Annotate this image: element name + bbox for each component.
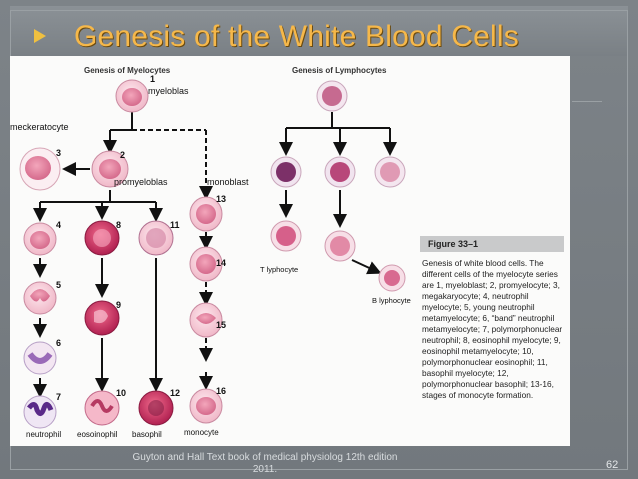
label-eosoinophil: eosoinophil [77, 430, 118, 439]
label-basophil: basophil [132, 430, 162, 439]
stage-number: 15 [216, 320, 226, 330]
megakaryocyte-cell [19, 147, 61, 191]
eosinophil-metamyelocyte-cell [84, 300, 120, 336]
lymphocyte-right-cell [374, 156, 406, 188]
figure-panel: 1 2 3 4 5 6 7 8 9 10 11 12 13 14 15 16 G… [10, 56, 570, 446]
cell-lineage-diagram: 1 2 3 4 5 6 7 8 9 10 11 12 13 14 15 16 [19, 74, 406, 429]
stage-number: 2 [120, 150, 125, 160]
stage-number: 12 [170, 388, 180, 398]
neutrophil-cell [23, 395, 57, 429]
label-t-lyphocyte: T lyphocyte [260, 265, 299, 274]
myelocytes-header: Genesis of Myelocytes [84, 66, 171, 75]
title-bar: Genesis of the White Blood Cells [10, 6, 628, 56]
stage-number: 5 [56, 280, 61, 290]
t-lymphocyte-cell [270, 220, 302, 252]
myeloblast-cell [115, 79, 149, 113]
promonocyte-cell [189, 246, 223, 282]
caption-title: Figure 33–1 [428, 239, 479, 249]
stage-number: 13 [216, 194, 226, 204]
lymphocyte-mid-cell [324, 156, 356, 188]
stage-number: 7 [56, 392, 61, 402]
b-lymphocyte-cell [378, 264, 406, 292]
monocyte-connectors [132, 129, 213, 390]
caption-text: Genesis of white blood cells. The differ… [422, 258, 563, 400]
lymphocyte-connectors [279, 112, 397, 275]
stage-number: 1 [150, 74, 155, 84]
stage-number: 14 [216, 258, 226, 268]
lymphocyte-left-cell [270, 156, 302, 188]
label-meckeratocyte: meckeratocyte [10, 122, 69, 132]
stage-number: 4 [56, 220, 61, 230]
lymphocytes-header: Genesis of Lymphocytes [292, 66, 387, 75]
myelocyte-connectors [33, 111, 163, 398]
basophil-myelocyte-cell [138, 220, 174, 256]
label-myeloblas: myeloblas [148, 86, 189, 96]
label-neutrophil: neutrophil [26, 430, 62, 439]
lymphoblast-cell [316, 80, 348, 112]
lymphocyte-lower-cell [324, 230, 356, 262]
eosinophil-cell [84, 390, 120, 426]
stage-number: 16 [216, 386, 226, 396]
neutrophil-metamyelocyte-cell [23, 281, 57, 315]
title-bullet-icon [34, 29, 46, 43]
caption-header: Figure 33–1 [420, 236, 564, 252]
stage-number: 6 [56, 338, 61, 348]
label-promyeloblas: promyeloblas [114, 177, 168, 187]
stage-number: 3 [56, 148, 61, 158]
label-b-lyphocyte: B lyphocyte [372, 296, 411, 305]
page-number: 62 [606, 459, 619, 471]
stage-numbers: 1 2 3 4 5 6 7 8 9 10 11 12 13 14 15 16 [56, 74, 226, 402]
neutrophil-myelocyte-cell [23, 222, 57, 256]
basophil-cell [138, 390, 174, 426]
monocyte-cell [189, 388, 223, 424]
label-monoblast: monoblast [207, 177, 249, 187]
citation-footer: Guyton and Hall Text book of medical phy… [132, 452, 398, 475]
monocyte-stage-15-cell [189, 302, 223, 338]
stage-number: 8 [116, 220, 121, 230]
eosinophil-myelocyte-cell [84, 220, 120, 256]
stage-number: 9 [116, 300, 121, 310]
label-monocyte: monocyte [184, 428, 219, 437]
slide-title: Genesis of the White Blood Cells [74, 20, 519, 53]
divider-line [572, 101, 602, 102]
monoblast-cell [189, 196, 223, 232]
stage-number: 11 [170, 220, 180, 230]
promyelocyte-cell [91, 150, 129, 188]
band-neutrophil-cell [23, 341, 57, 375]
figure-caption: Figure 33–1 Genesis of white blood cells… [420, 236, 566, 436]
stage-number: 10 [116, 388, 126, 398]
